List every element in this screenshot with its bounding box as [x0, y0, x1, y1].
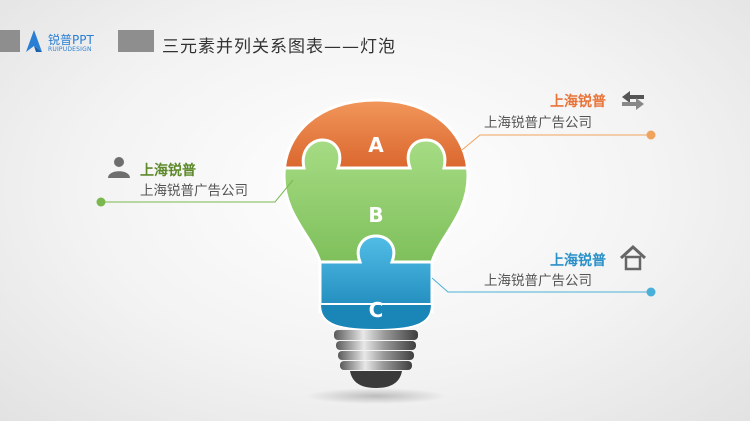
logo-brand: 锐普PPT [48, 33, 94, 47]
top-right-callout-subtitle: 上海锐普广告公司 [484, 115, 592, 131]
header-title-bar [118, 30, 154, 52]
left-connector-line [101, 179, 294, 203]
bulb-base [334, 330, 418, 388]
bottom-right-connector-line [431, 277, 651, 293]
bottom-right-callout-subtitle: 上海锐普广告公司 [484, 273, 592, 289]
left-connector-dot [96, 197, 106, 207]
segment-b-label: B [368, 203, 383, 227]
top-right-connector-dot [646, 130, 656, 140]
user-icon [108, 157, 130, 178]
bulb-shadow [306, 388, 446, 404]
swap-arrows-icon [622, 91, 644, 110]
segment-a-label: A [368, 133, 384, 157]
bottom-right-callout-title: 上海锐普 [550, 253, 606, 269]
header-accent-bar [0, 30, 20, 52]
logo-tagline: RUIPUDESIGN [48, 46, 92, 53]
page-title: 三元素并列关系图表——灯泡 [162, 37, 396, 57]
logo: 锐普PPT RUIPUDESIGN [24, 27, 116, 57]
top-right-connector-line [461, 134, 651, 151]
home-icon [619, 244, 647, 271]
left-callout-title: 上海锐普 [140, 163, 196, 179]
top-right-callout-title: 上海锐普 [550, 94, 606, 110]
left-callout-subtitle: 上海锐普广告公司 [140, 183, 248, 199]
bottom-right-connector-dot [646, 287, 656, 297]
segment-c-label: C [369, 298, 384, 322]
logo-mark-icon [26, 30, 42, 52]
